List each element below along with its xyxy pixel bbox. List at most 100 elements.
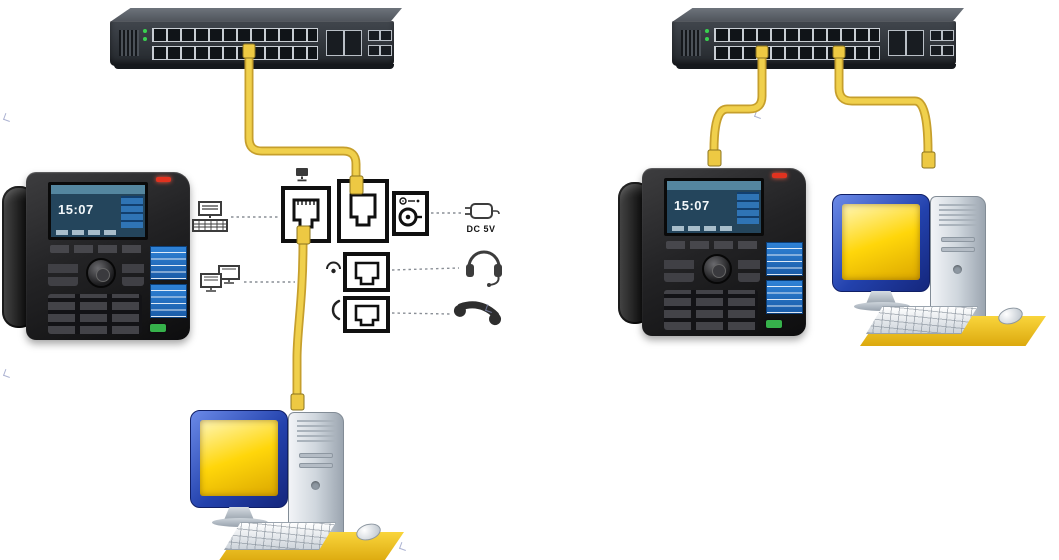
power-button — [953, 265, 962, 274]
ethernet-cable — [294, 241, 306, 399]
phone-function-keys — [122, 260, 144, 286]
phone-blf-list — [737, 192, 759, 224]
drive-slot — [299, 453, 333, 458]
switch-front-panel — [110, 21, 394, 66]
mini-handset-icon — [331, 299, 341, 321]
phone-statusbar — [51, 185, 145, 194]
lan-pcs-icon — [200, 265, 240, 292]
switch-vents — [119, 30, 139, 56]
switch-uplink-ports — [368, 45, 392, 56]
switch-led-indicators — [705, 29, 709, 33]
monitor-screen — [842, 204, 920, 280]
phone-keypad — [664, 290, 758, 330]
switch-port-row — [152, 28, 318, 42]
stray-mark — [3, 113, 12, 122]
switch-base — [114, 64, 394, 69]
phone-keypad — [48, 294, 142, 334]
dc-power-port-icon — [398, 197, 422, 227]
dc-power-label: DC 5V — [466, 224, 496, 234]
internet-port-box — [337, 179, 389, 243]
rj45-port-icon — [292, 198, 320, 229]
phone-screen: 15:07 — [664, 178, 764, 236]
switch-sfp-ports — [326, 30, 362, 56]
switch-port-row — [714, 28, 880, 42]
computer-monitor — [190, 410, 288, 508]
pc-port-box — [281, 186, 331, 243]
switch-port-row — [152, 46, 318, 60]
switch-base — [676, 64, 956, 69]
phone-softkey-labels — [672, 226, 733, 231]
phone-function-keys — [738, 256, 760, 282]
monitor-stand — [224, 507, 254, 520]
phone-green-key — [150, 324, 166, 332]
power-adapter-icon — [465, 203, 500, 219]
switch-sfp-ports — [888, 30, 924, 56]
phone-message-led — [156, 177, 171, 182]
desktop-computer-left — [188, 402, 410, 560]
phone-clock: 15:07 — [674, 198, 710, 213]
dotted-connector — [391, 267, 460, 271]
stray-mark — [3, 369, 12, 378]
computer-keyboard — [224, 522, 336, 550]
phone-screen: 15:07 — [48, 182, 148, 240]
monitor-base — [212, 518, 268, 527]
headset-port-icon — [354, 261, 380, 286]
power-port-box — [392, 191, 429, 236]
phone-side-keys — [766, 280, 803, 314]
desktop-computer-right — [830, 186, 1052, 346]
ip-phone-right: 15:07 — [618, 168, 806, 336]
pc-icon — [192, 201, 228, 232]
switch-led-indicators — [143, 29, 147, 33]
phone-statusbar — [667, 181, 761, 190]
ethernet-switch-left — [106, 8, 406, 72]
switch-uplink-ports — [368, 30, 392, 41]
switch-front-panel — [672, 21, 956, 66]
handset-port-box — [343, 296, 390, 333]
switch-uplink-ports — [930, 45, 954, 56]
phone-softkey-labels — [56, 230, 117, 235]
rj45-plug — [921, 151, 936, 169]
switch-uplink-ports — [930, 30, 954, 41]
headset-icon — [466, 250, 502, 287]
phone-blf-list — [121, 196, 143, 228]
phone-side-keys — [150, 284, 187, 318]
rj45-plug — [707, 149, 722, 167]
phone-side-keys — [150, 246, 187, 280]
phone-green-key — [766, 320, 782, 328]
stray-mark — [754, 110, 763, 119]
ethernet-cable — [292, 239, 308, 401]
handset-icon — [453, 301, 502, 326]
monitor-screen — [200, 420, 278, 496]
phone-function-keys — [664, 256, 694, 282]
drive-slot — [299, 463, 333, 468]
phone-clock: 15:07 — [58, 202, 94, 217]
phone-nav-pad — [86, 258, 116, 288]
phone-nav-pad — [702, 254, 732, 284]
computer-tower — [930, 196, 986, 324]
drive-slot — [941, 237, 975, 242]
computer-keyboard — [866, 306, 978, 334]
monitor-stand — [866, 291, 896, 304]
rj45-port-icon — [349, 193, 377, 227]
phone-side-keys — [766, 242, 803, 276]
ethernet-switch-right — [668, 8, 968, 72]
phone-softkeys — [50, 245, 144, 253]
switch-top-face — [672, 8, 964, 22]
mini-headset-icon — [326, 261, 341, 274]
power-button — [311, 481, 320, 490]
handset-port-icon — [354, 304, 380, 327]
switch-top-face — [110, 8, 402, 22]
ip-phone-left: 15:07 — [2, 172, 190, 340]
phone-softkeys — [666, 241, 760, 249]
computer-monitor — [832, 194, 930, 292]
headset-port-box — [343, 252, 390, 292]
dotted-connector — [391, 312, 451, 315]
switch-port-row — [714, 46, 880, 60]
mini-pc-icon — [296, 168, 308, 182]
monitor-base — [854, 302, 910, 311]
computer-tower — [288, 412, 344, 540]
phone-message-led — [772, 173, 787, 178]
handset-shape — [453, 301, 502, 326]
switch-vents — [681, 30, 701, 56]
